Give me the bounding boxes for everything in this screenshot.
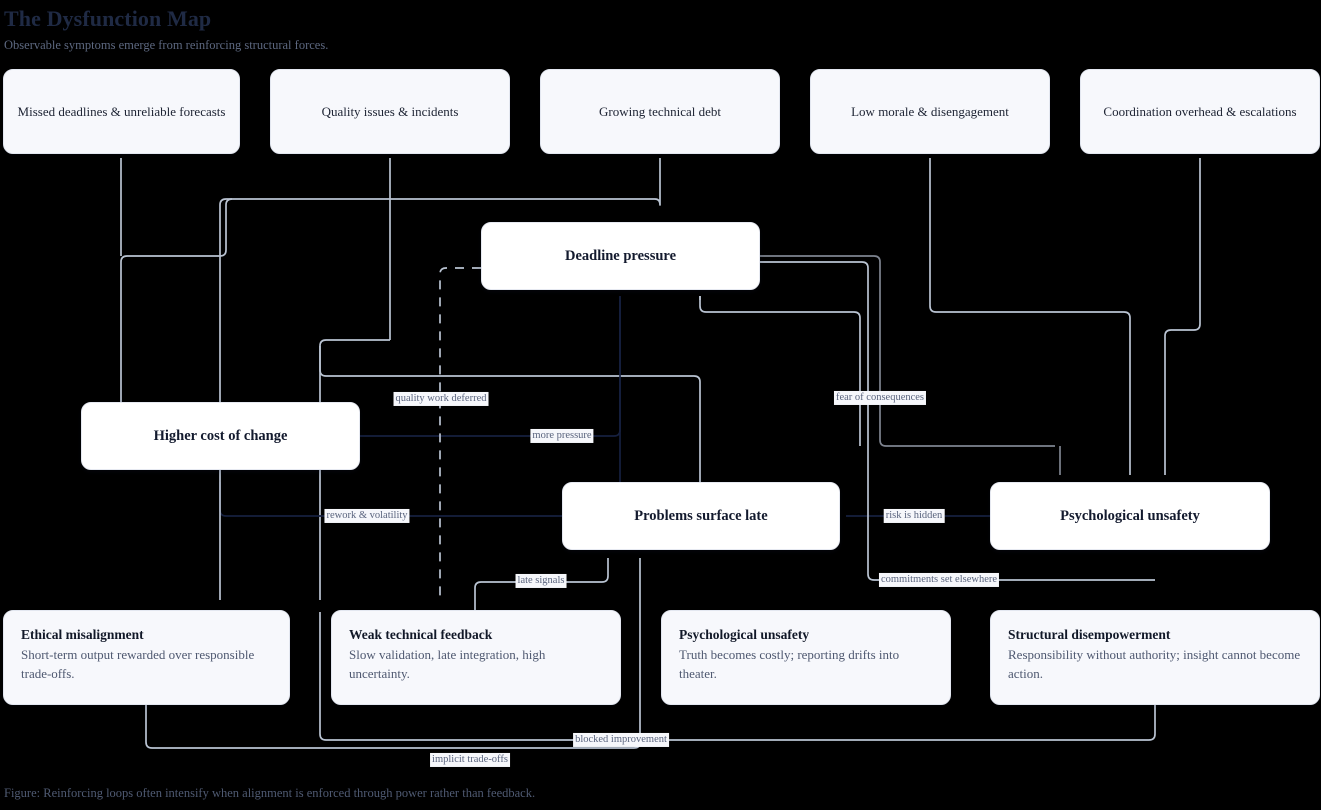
- cause-title: Psychological unsafety: [679, 627, 810, 642]
- edge-label-more-pressure: more pressure: [530, 428, 594, 444]
- cause-description: Short-term output rewarded over responsi…: [21, 647, 255, 681]
- cause-node-ethical-misalignment[interactable]: Ethical misalignment Short-term output r…: [3, 610, 290, 705]
- symptom-node-technical-debt[interactable]: Growing technical debt: [540, 69, 780, 154]
- cause-node-weak-technical-feedback[interactable]: Weak technical feedback Slow validation,…: [331, 610, 621, 705]
- cause-title: Ethical misalignment: [21, 627, 144, 642]
- cause-description: Responsibility without authority; insigh…: [1008, 647, 1301, 681]
- edge-deadline-to-weakfeedback-dashed: [439, 267, 481, 600]
- edge-rail-quality-base: [319, 339, 390, 600]
- symptom-node-missed-deadlines[interactable]: Missed deadlines & unreliable forecasts: [3, 69, 240, 154]
- edge-label-implicit-trade-offs: implicit trade-offs: [430, 752, 510, 768]
- cause-node-psychological-unsafety[interactable]: Psychological unsafety Truth becomes cos…: [661, 610, 951, 705]
- edge-psychsafety-rail-to-deadline: [699, 296, 861, 446]
- edge-psych-to-morale: [929, 158, 1131, 475]
- symptom-node-quality-issues[interactable]: Quality issues & incidents: [270, 69, 510, 154]
- edge-problems-to-deadline-light: [319, 346, 701, 488]
- core-node-problems-surface-late[interactable]: Problems surface late: [562, 482, 840, 550]
- edge-cost-to-missed: [120, 255, 220, 402]
- symptom-label: Coordination overhead & escalations: [1103, 103, 1297, 119]
- core-node-higher-cost-of-change[interactable]: Higher cost of change: [81, 402, 360, 470]
- cause-description: Truth becomes costly; reporting drifts i…: [679, 647, 900, 681]
- symptom-node-low-morale[interactable]: Low morale & disengagement: [810, 69, 1050, 154]
- symptom-label: Low morale & disengagement: [851, 103, 1009, 119]
- symptom-label: Growing technical debt: [598, 103, 721, 119]
- edge-label-quality-work-deferred: quality work deferred: [393, 391, 489, 407]
- core-node-label: Psychological unsafety: [1060, 507, 1200, 524]
- page-title: The Dysfunction Map: [4, 6, 212, 31]
- symptom-label: Quality issues & incidents: [321, 103, 459, 119]
- edge-psych-to-coordination: [1164, 158, 1201, 475]
- core-node-label: Deadline pressure: [564, 247, 677, 264]
- edge-label-fear-of-consequences: fear of consequences: [833, 390, 927, 406]
- core-node-psychological-unsafety[interactable]: Psychological unsafety: [990, 482, 1270, 550]
- page-subtitle: Observable symptoms emerge from reinforc…: [4, 38, 329, 52]
- edge-label-rework-and-volatility: rework & volatility: [324, 508, 410, 524]
- edge-label-risk-is-hidden: risk is hidden: [883, 508, 945, 524]
- core-node-label: Problems surface late: [634, 507, 768, 524]
- cause-description: Slow validation, late integration, high …: [349, 647, 546, 681]
- edge-rail-techdebt-corner: [654, 198, 661, 206]
- cause-title: Weak technical feedback: [349, 627, 493, 642]
- edge-cost-more-pressure: [360, 300, 621, 437]
- edge-label-late-signals: late signals: [515, 573, 567, 589]
- edge-label-blocked-improvement: blocked improvement: [573, 732, 669, 748]
- core-node-label: Higher cost of change: [153, 427, 288, 444]
- figure-caption: Figure: Reinforcing loops often intensif…: [4, 786, 536, 800]
- edge-left-long-rail: [219, 198, 232, 600]
- edge-deadline-to-coordination: [760, 255, 1055, 447]
- cause-title: Structural disempowerment: [1008, 627, 1171, 642]
- symptom-label: Missed deadlines & unreliable forecasts: [17, 103, 226, 119]
- cause-node-structural-disempowerment[interactable]: Structural disempowerment Responsibility…: [990, 610, 1320, 705]
- edge-label-commitments-set-elsewhere: commitments set elsewhere: [878, 572, 1000, 588]
- symptom-node-coordination-overhead[interactable]: Coordination overhead & escalations: [1080, 69, 1320, 154]
- core-node-deadline-pressure[interactable]: Deadline pressure: [481, 222, 760, 290]
